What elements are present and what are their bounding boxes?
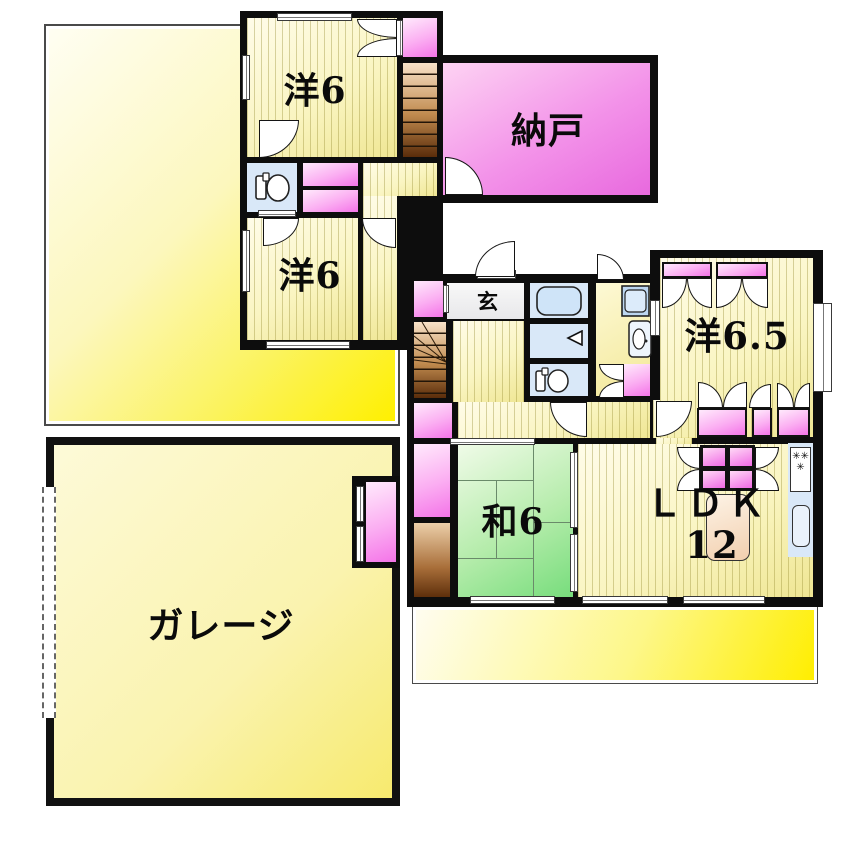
window <box>242 55 250 100</box>
genkan-floor <box>447 283 524 319</box>
room-wa6 <box>458 444 573 597</box>
pantry-cabinet <box>700 445 755 491</box>
door-leaf <box>443 285 449 313</box>
label-wa6: 和6 <box>481 501 545 543</box>
closet-under-stairs <box>414 403 452 438</box>
closet-2f-mid-a <box>303 163 358 186</box>
ldk-doorway <box>656 438 692 444</box>
window <box>683 596 765 604</box>
label-ldk: ＬＤＫ <box>645 481 769 525</box>
folding-door-icon <box>566 330 583 346</box>
label-yo6-south: 洋6 <box>278 255 342 297</box>
staircase-2f <box>403 63 437 157</box>
door-opening <box>650 300 660 336</box>
label-garage: ガレージ <box>147 605 295 647</box>
closet-2f-top <box>403 18 437 57</box>
yo65-closet-top-a <box>662 262 712 278</box>
toilet-icon <box>255 172 290 202</box>
label-genkan: 玄 <box>477 289 499 314</box>
sink-icon <box>792 505 810 547</box>
yo65-closet-bottom-b <box>752 408 772 437</box>
toilet-icon <box>535 367 569 393</box>
washbasin-icon <box>628 320 652 358</box>
bay-window <box>813 303 832 392</box>
hallway-2f <box>363 163 437 196</box>
wa6-closet <box>414 444 450 517</box>
door-leaf <box>396 20 403 56</box>
bathtub-icon <box>536 286 582 316</box>
utility-closet <box>624 364 650 396</box>
terrace <box>412 606 818 684</box>
garage-storage-door <box>356 526 364 562</box>
yo65-closet-bottom-a <box>697 408 747 437</box>
window <box>277 13 352 21</box>
kitchen-island <box>706 494 750 561</box>
garage-storage-closet <box>366 482 396 562</box>
fusuma-door <box>570 534 578 592</box>
staircase-winders <box>414 322 446 365</box>
hallway-1f <box>453 321 524 402</box>
shoe-closet <box>414 281 443 317</box>
window <box>470 596 555 604</box>
door-leaf <box>258 210 296 217</box>
label-yo65: 洋6.5 <box>684 314 790 358</box>
back-door-swing <box>597 254 624 280</box>
label-nando: 納戸 <box>510 110 586 152</box>
window <box>582 596 668 604</box>
room-nando <box>443 63 650 195</box>
garage-storage-door <box>356 486 364 522</box>
sliding-door <box>450 438 535 445</box>
window <box>242 230 250 292</box>
label-yo6-north: 洋6 <box>283 70 347 112</box>
wa6-alcove <box>414 523 450 597</box>
fusuma-door <box>570 452 578 528</box>
entrance-door-swing <box>475 241 515 277</box>
stove-icon: ✳✳✳ <box>790 447 811 492</box>
washing-machine-icon <box>621 285 650 317</box>
window <box>266 341 350 349</box>
yo65-closet-top-b <box>716 262 768 278</box>
closet-2f-mid-b <box>303 190 358 212</box>
garage-door-opening-icon <box>42 487 56 718</box>
yo65-closet-bottom-c <box>777 408 810 437</box>
label-ldk-size: 12 <box>685 523 739 567</box>
